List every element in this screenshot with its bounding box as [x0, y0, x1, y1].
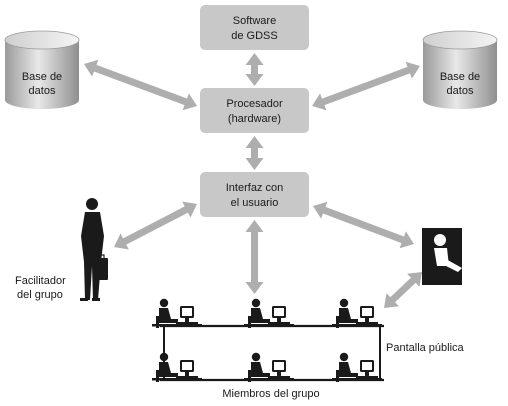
database-right-line1: Base de: [440, 71, 480, 83]
database-left-line1: Base de: [22, 71, 62, 83]
arrow-interfaz-members: [245, 220, 264, 294]
interfaz-box-line1: Interfaz con: [226, 182, 283, 194]
member-workstation-top-left: [152, 298, 202, 328]
arrow-members-public-screen: [384, 272, 422, 308]
facilitador-label-line2: del grupo: [17, 289, 63, 301]
database-right-cylinder: Base de datos: [422, 30, 498, 109]
software-gdss-box: Software de GDSS: [200, 5, 309, 50]
arrow-interfaz-public-screen: [313, 201, 414, 249]
public-screen-presenter: [422, 228, 462, 285]
facilitator-figure: [80, 198, 108, 301]
arrow-database-left-procesador: [84, 59, 197, 111]
member-workstation-bottom-left: [152, 352, 202, 382]
procesador-box-line2: (hardware): [228, 113, 281, 125]
member-workstation-top-right: [332, 298, 382, 328]
arrow-software-procesador: [245, 53, 264, 86]
member-workstation-top-center: [244, 298, 294, 328]
software-box-line2: de GDSS: [231, 30, 277, 42]
member-workstation-bottom-right: [332, 352, 382, 382]
procesador-box-line1: Procesador: [226, 98, 283, 110]
database-left-cylinder: Base de datos: [4, 30, 80, 109]
procesador-hardware-box: Procesador (hardware): [200, 88, 309, 133]
miembros-grupo-label: Miembros del grupo: [222, 388, 319, 400]
interfaz-usuario-box: Interfaz con el usuario: [200, 172, 309, 217]
member-workstation-bottom-center: [244, 352, 294, 382]
arrow-database-right-procesador: [312, 61, 420, 111]
connection-arrows: [84, 53, 422, 308]
software-box-line1: Software: [233, 15, 276, 27]
arrow-procesador-interfaz: [245, 136, 264, 170]
database-right-line2: datos: [447, 85, 474, 97]
group-member-workstations: [152, 298, 382, 382]
pantalla-publica-label: Pantalla pública: [386, 342, 465, 354]
interfaz-box-line2: el usuario: [231, 197, 279, 209]
arrow-facilitator-interfaz: [114, 201, 197, 250]
facilitador-label-line1: Facilitador: [15, 275, 66, 287]
database-left-line2: datos: [29, 85, 56, 97]
